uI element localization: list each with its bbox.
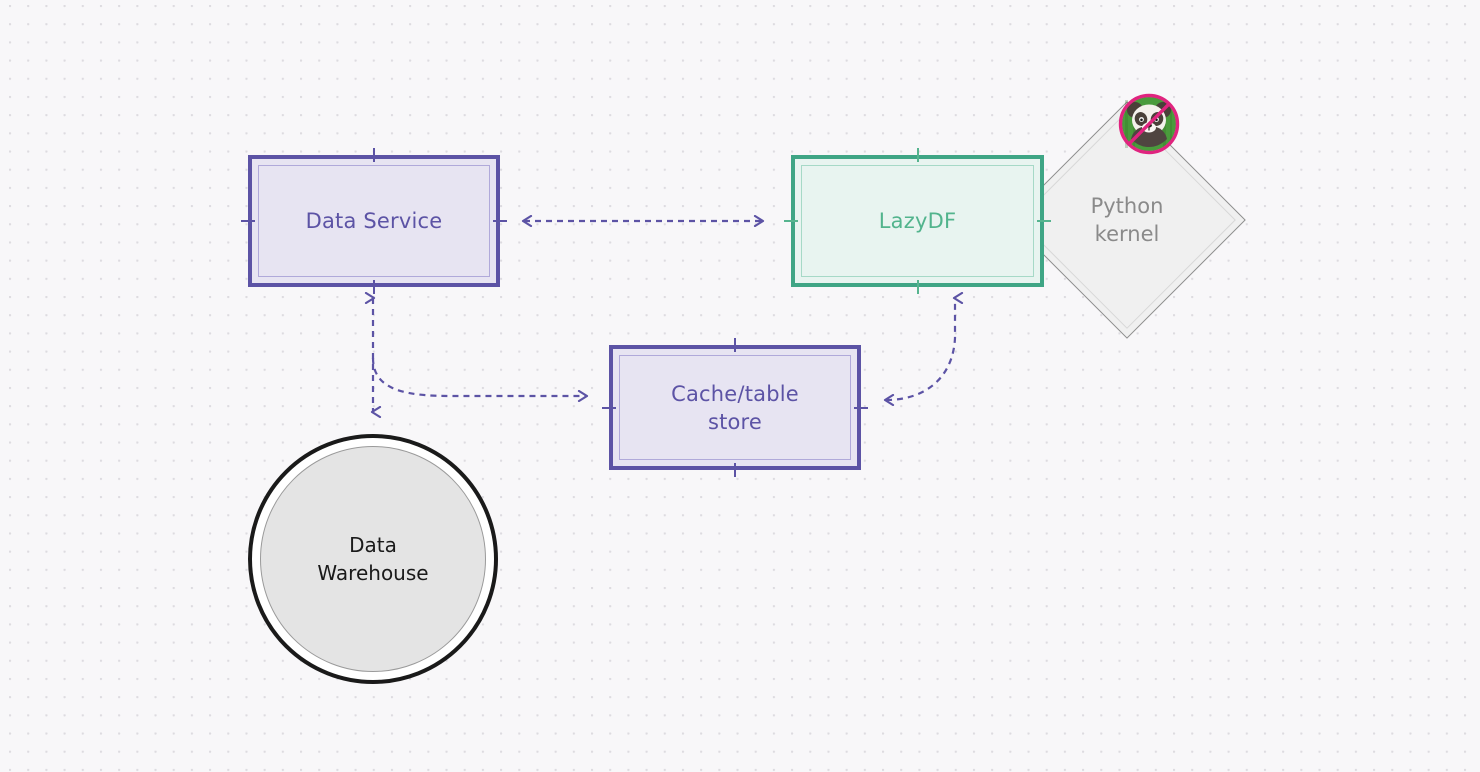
- node-python-kernel[interactable]: Python kernel: [1008, 75, 1246, 339]
- port-top: [734, 338, 736, 352]
- no-pandas-icon: [1117, 92, 1181, 156]
- port-left: [784, 220, 798, 222]
- cache-table-store-label: Cache/table store: [671, 381, 799, 434]
- data-warehouse-label: Data Warehouse: [317, 533, 429, 585]
- python-kernel-label: Python kernel: [1090, 194, 1164, 246]
- port-top: [373, 148, 375, 162]
- port-right: [493, 220, 507, 222]
- data-service-label: Data Service: [305, 209, 443, 233]
- data-service-outer-shape: Data Service: [248, 155, 500, 287]
- cache-table-store-outer-shape: Cache/table store: [609, 345, 861, 470]
- cache-table-store-inner-shape: Cache/table store: [619, 355, 851, 460]
- port-left: [241, 220, 255, 222]
- port-bottom: [373, 280, 375, 294]
- port-top: [917, 148, 919, 162]
- port-left: [602, 407, 616, 409]
- port-right: [1037, 220, 1051, 222]
- edge-cache-lazydf: [886, 298, 955, 400]
- lazydf-label: LazyDF: [878, 209, 957, 233]
- lazydf-outer-shape: LazyDF: [791, 155, 1044, 287]
- lazydf-inner-shape: LazyDF: [801, 165, 1034, 277]
- edge-data-service-cache: [371, 357, 586, 396]
- data-warehouse-inner-shape: Data Warehouse: [260, 446, 486, 672]
- node-cache-table-store[interactable]: Cache/table store: [602, 338, 868, 477]
- node-data-warehouse[interactable]: Data Warehouse: [248, 434, 498, 684]
- node-data-service[interactable]: Data Service: [241, 148, 507, 294]
- port-bottom: [734, 463, 736, 477]
- port-right: [854, 407, 868, 409]
- data-service-inner-shape: Data Service: [258, 165, 490, 277]
- port-bottom: [917, 280, 919, 294]
- node-lazydf[interactable]: LazyDF: [784, 148, 1051, 294]
